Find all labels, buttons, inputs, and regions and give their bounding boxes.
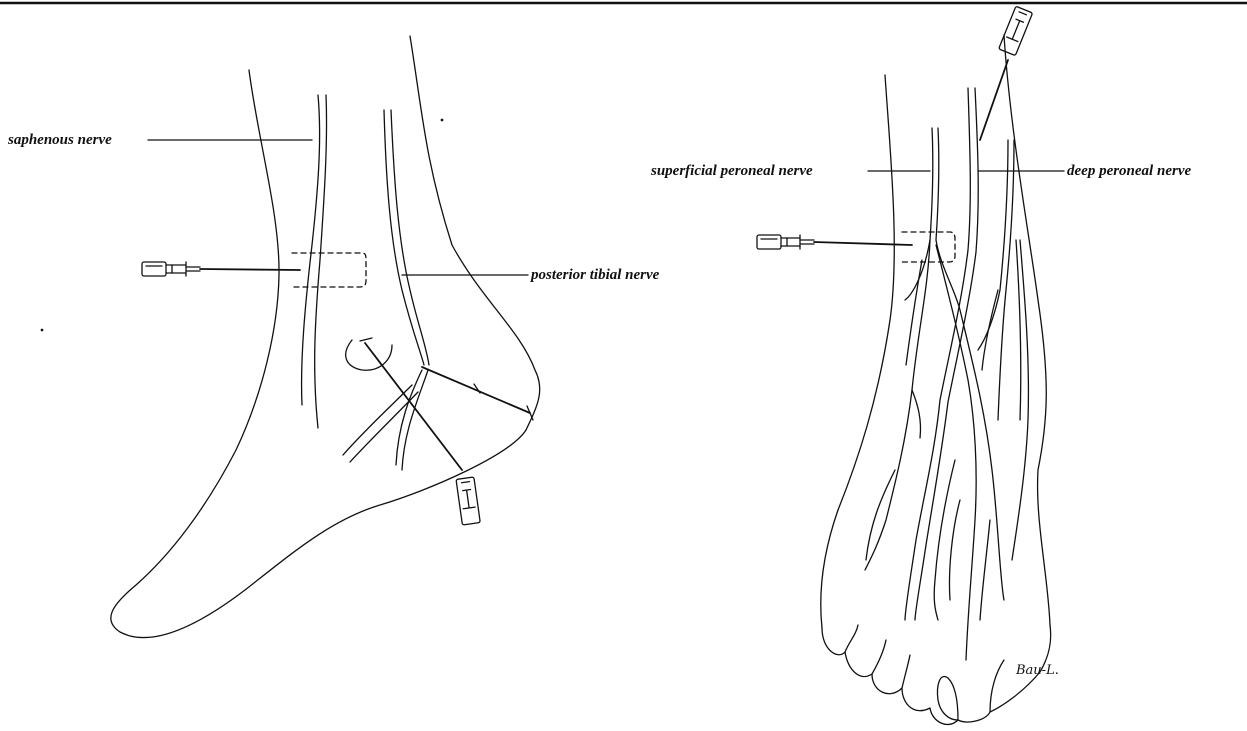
toe-gap-1 — [845, 625, 858, 652]
artist-signature: Bau-L. — [1016, 663, 1059, 678]
stray-dot — [441, 119, 442, 120]
toe-gap-4 — [937, 677, 958, 720]
left-needle-2 — [360, 338, 480, 525]
posterior-tibial-nerve-drawing — [343, 110, 528, 470]
leg-left-outline — [821, 75, 894, 628]
label-saphenous-nerve: saphenous nerve — [8, 131, 112, 149]
left-foot-outline — [111, 36, 540, 638]
toe-gap-2 — [872, 640, 886, 674]
toe-gap-3 — [902, 655, 910, 688]
left-needle-1 — [142, 262, 300, 276]
saphenous-nerve-drawing — [148, 95, 327, 428]
malleolus — [346, 340, 392, 370]
label-posterior-tibial-nerve: posterior tibial nerve — [531, 266, 659, 284]
leg-front-outline — [111, 70, 526, 638]
left-needle-line — [422, 367, 533, 420]
label-superficial-peroneal-nerve: superficial peroneal nerve — [651, 162, 813, 180]
right-needle-1 — [757, 235, 912, 249]
label-deep-peroneal-nerve: deep peroneal nerve — [1067, 162, 1191, 180]
stray-dot — [41, 329, 42, 330]
right-nerves — [865, 88, 1028, 660]
right-needle-2 — [980, 6, 1033, 140]
right-foot-outline — [821, 35, 1051, 724]
toe-gap-5 — [990, 660, 1004, 712]
left-dashed-box — [292, 253, 366, 287]
